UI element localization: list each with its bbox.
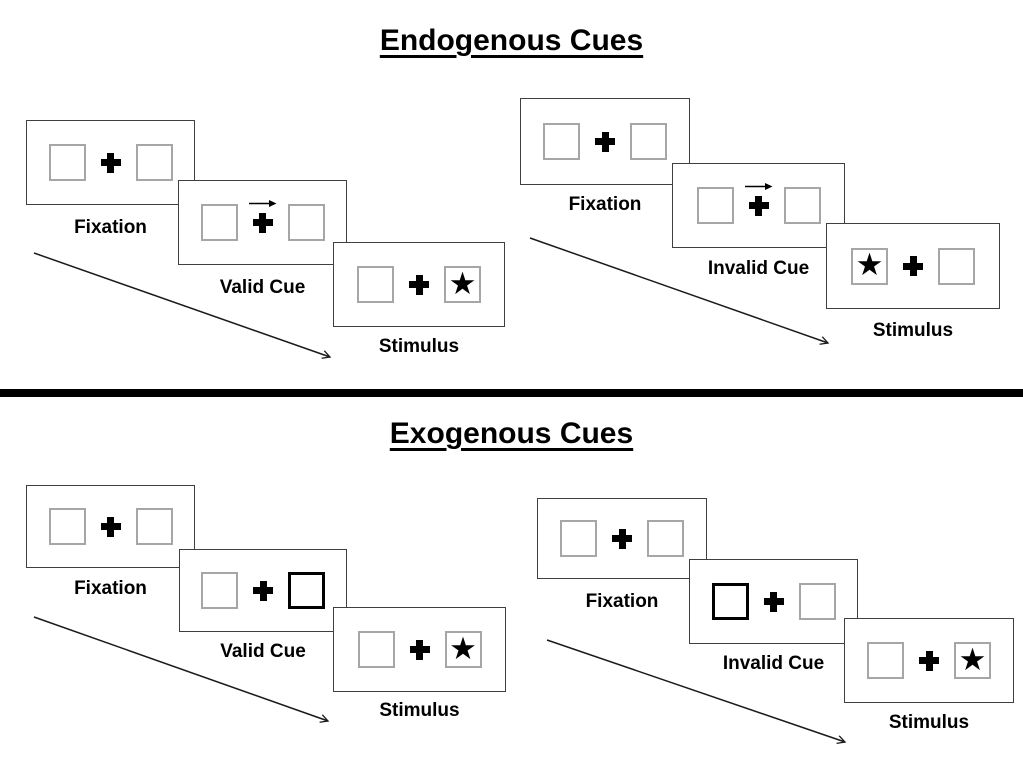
fixation-label: Fixation <box>74 217 147 238</box>
plus-glyph <box>612 528 632 549</box>
stimulus-label: Stimulus <box>888 712 970 733</box>
fixation-cross-icon <box>248 199 276 233</box>
valid-cue-panel <box>179 549 347 632</box>
exogenous-title: Exogenous Cues <box>0 417 1023 450</box>
left-placeholder-box <box>696 187 734 224</box>
fixation-panel <box>26 120 195 205</box>
fixation-cross-icon <box>409 274 429 295</box>
endogenous-title-text: Endogenous Cues <box>379 24 644 57</box>
right-placeholder-box <box>783 187 821 224</box>
fixation-cross-icon <box>100 152 121 173</box>
left-placeholder-box <box>48 144 86 181</box>
cue-highlight-box-right <box>288 572 325 609</box>
plus-glyph <box>253 580 273 601</box>
left-placeholder-box <box>201 572 238 609</box>
right-placeholder-box <box>135 144 173 181</box>
star-stimulus-icon: ★ <box>855 247 884 283</box>
fixation-cross-icon <box>919 650 939 671</box>
time-arrow-endogenous-invalid <box>529 237 828 343</box>
fixation-cross-icon <box>612 528 632 549</box>
fixation-cross-icon <box>253 580 273 601</box>
invalid-cue-panel <box>672 163 845 248</box>
time-arrow-endogenous-valid <box>33 252 330 357</box>
left-placeholder-box <box>543 123 580 160</box>
exogenous-title-text: Exogenous Cues <box>389 417 634 450</box>
fixation-cross-icon <box>744 182 772 216</box>
left-placeholder-box <box>357 631 395 668</box>
fixation-label: Fixation <box>568 194 642 215</box>
section-divider <box>0 389 1023 397</box>
plus-glyph <box>252 212 273 233</box>
stimulus-label: Stimulus <box>379 700 460 721</box>
fixation-cross-icon <box>100 516 121 537</box>
invalid-cue-label: Invalid Cue <box>707 258 810 279</box>
valid-cue-label: Valid Cue <box>219 277 306 298</box>
invalid-cue-panel <box>689 559 858 644</box>
plus-glyph <box>748 195 769 216</box>
fixation-cross-icon <box>903 256 923 276</box>
right-placeholder-box <box>287 204 325 241</box>
left-placeholder-box <box>200 204 238 241</box>
left-placeholder-box <box>560 520 597 557</box>
plus-glyph <box>409 639 430 660</box>
fixation-panel <box>26 485 195 568</box>
valid-cue-label: Valid Cue <box>220 641 306 662</box>
plus-glyph <box>763 591 784 612</box>
stimulus-label: Stimulus <box>872 320 954 341</box>
fixation-cross-icon <box>595 131 615 152</box>
cue-arrow-right-icon <box>248 199 276 207</box>
stimulus-panel: ★ <box>333 242 505 327</box>
left-placeholder-box <box>867 642 904 679</box>
fixation-panel <box>520 98 690 185</box>
time-arrow-exogenous-valid <box>33 616 328 721</box>
right-placeholder-box <box>938 247 975 285</box>
stimulus-panel: ★ <box>826 223 1000 309</box>
left-placeholder-box <box>48 508 86 545</box>
plus-glyph <box>919 650 939 671</box>
plus-glyph <box>100 516 121 537</box>
right-placeholder-box <box>630 123 667 160</box>
fixation-panel <box>537 498 707 579</box>
fixation-cross-icon <box>409 639 430 660</box>
stimulus-panel: ★ <box>333 607 506 692</box>
fixation-label: Fixation <box>74 578 147 599</box>
fixation-cross-icon <box>763 591 784 612</box>
right-placeholder-box <box>647 520 684 557</box>
right-placeholder-box: ★ <box>954 642 991 679</box>
endogenous-title: Endogenous Cues <box>0 24 1023 57</box>
cue-highlight-box-left <box>711 583 749 620</box>
fixation-label: Fixation <box>585 591 659 612</box>
plus-glyph <box>595 131 615 152</box>
right-placeholder-box: ★ <box>444 266 481 303</box>
cue-arrow-right-icon <box>744 182 772 190</box>
right-placeholder-box: ★ <box>444 630 482 668</box>
right-placeholder-box <box>798 583 836 620</box>
stimulus-panel: ★ <box>844 618 1014 703</box>
star-stimulus-icon: ★ <box>449 630 477 667</box>
star-stimulus-icon: ★ <box>958 641 987 678</box>
plus-glyph <box>100 152 121 173</box>
plus-glyph <box>409 274 429 295</box>
plus-glyph <box>903 256 923 276</box>
star-stimulus-icon: ★ <box>448 265 477 302</box>
left-placeholder-box: ★ <box>851 247 888 285</box>
stimulus-label: Stimulus <box>378 336 460 357</box>
left-placeholder-box <box>357 266 394 303</box>
right-placeholder-box <box>135 508 173 545</box>
valid-cue-panel <box>178 180 347 265</box>
invalid-cue-label: Invalid Cue <box>722 653 825 674</box>
